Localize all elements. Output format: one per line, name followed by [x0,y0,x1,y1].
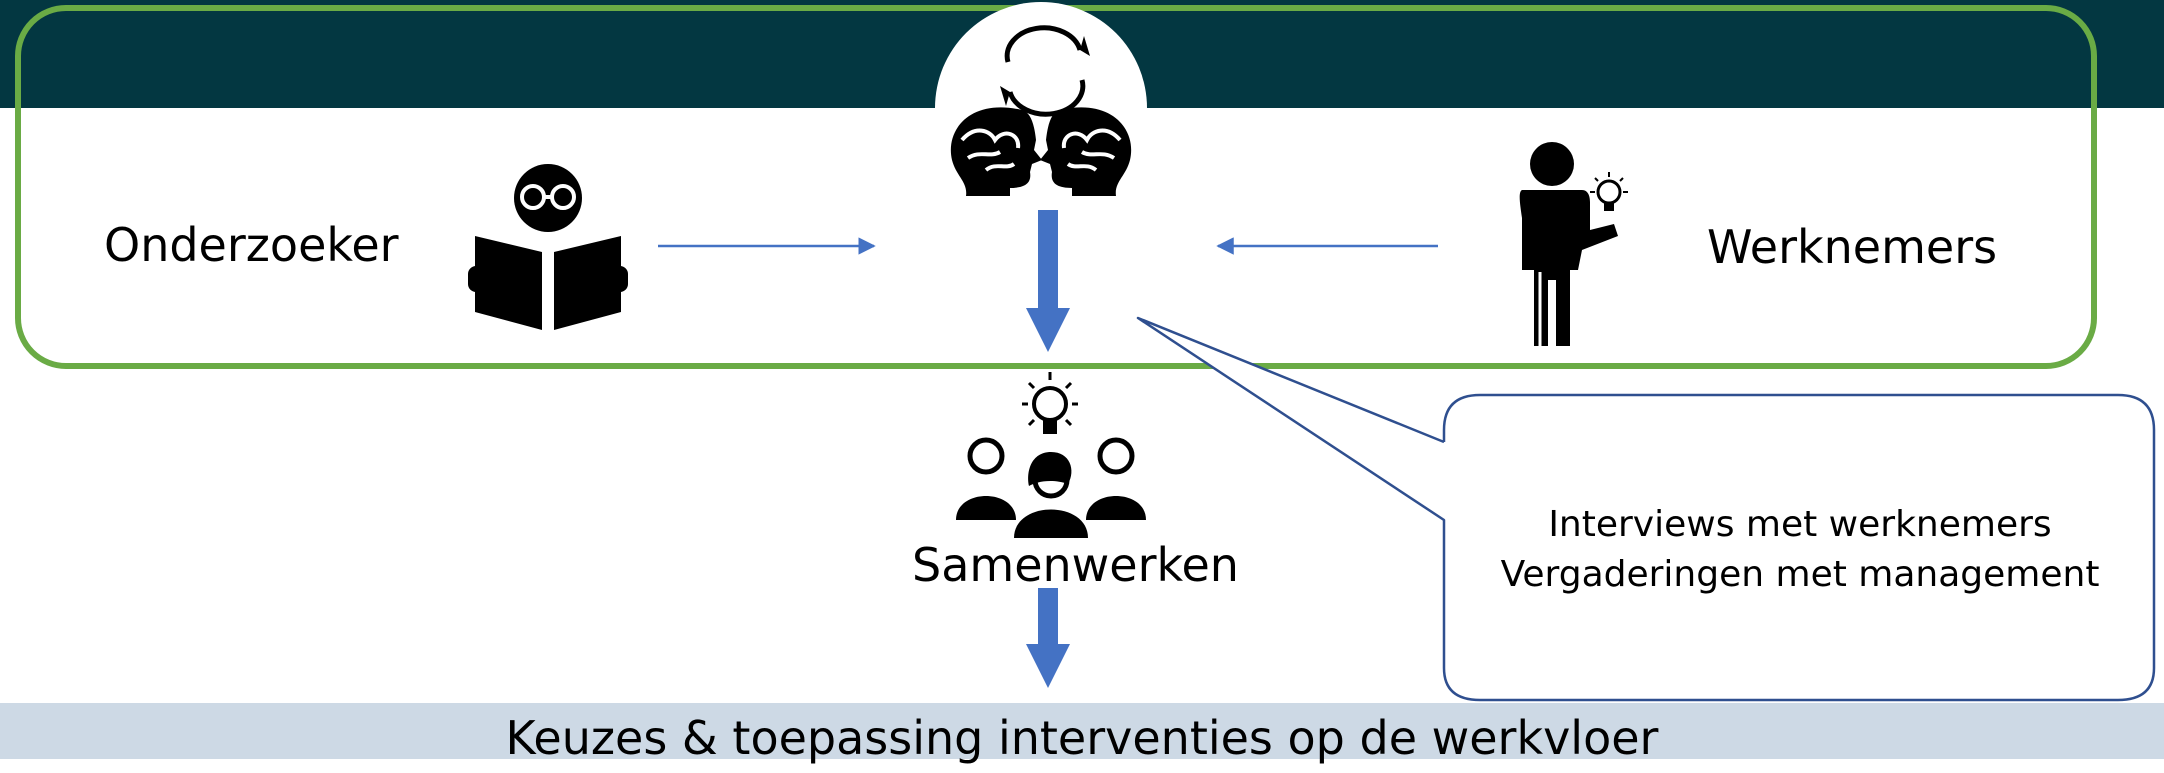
callout-box [1136,316,2156,702]
callout-text: Interviews met werknemers Vergaderingen … [1445,500,2155,600]
collaborate-label: Samenwerken [912,538,1239,592]
bottom-bar-text: Keuzes & toepassing interventies op de w… [505,711,1659,765]
researcher-label: Onderzoeker [104,218,399,272]
person-idea-icon [1519,142,1628,346]
exchange-minds-icon [950,25,1132,196]
callout-line-2: Vergaderingen met management [1500,554,2100,595]
team-idea-icon [956,372,1146,538]
reader-icon [468,164,628,330]
arrow-center-to-team [1026,210,1070,352]
bottom-bar [0,703,2164,759]
arrow-team-to-bottom [1026,588,1070,688]
center-icon-backdrop [935,2,1147,108]
employees-label: Werknemers [1707,220,1998,274]
callout-line-1: Interviews met werknemers [1548,504,2052,545]
